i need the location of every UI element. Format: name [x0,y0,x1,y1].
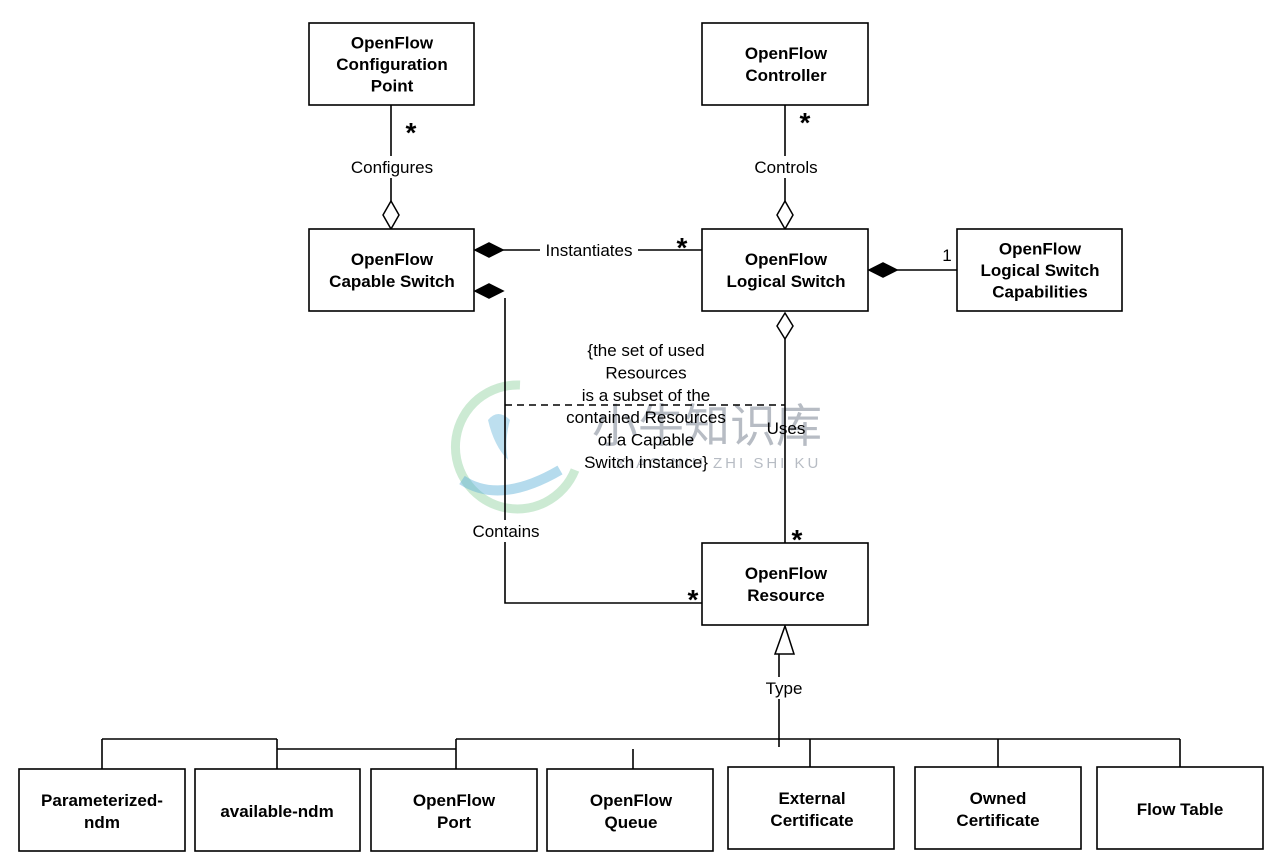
class-parameterized-ndm[interactable]: Parameterized-ndm [18,768,186,852]
uses-multiplicity: * [792,524,803,555]
watermark: 小牛知识库 XIAO NIU ZHI SHI KU [451,380,822,514]
uses-aggregation-diamond [776,311,794,341]
uses-label: Uses [767,419,806,438]
instantiates-multiplicity: * [677,232,688,263]
available-ndm-title: available-ndm [220,802,333,821]
connectors [101,105,1181,769]
instantiates-label: Instantiates [546,241,633,260]
configures-multiplicity: * [406,117,417,148]
capabilities-composition-diamond [867,262,899,278]
controls-aggregation-diamond [776,199,794,231]
controls-multiplicity: * [800,107,811,138]
watermark-logo [451,380,580,514]
type-label: Type [766,679,803,698]
controls-label: Controls [754,158,817,177]
watermark-pinyin: XIAO NIU ZHI SHI KU [616,455,821,472]
class-available-ndm[interactable]: available-ndm [194,768,361,852]
configures-aggregation-diamond [382,199,400,231]
generalization-triangle [773,623,796,655]
flow-table-title: Flow Table [1137,800,1224,819]
instantiates-composition-diamond [473,242,505,258]
configures-label: Configures [351,158,433,177]
contains-composition-diamond [473,283,505,299]
class-flow-table[interactable]: Flow Table [1096,766,1264,850]
capabilities-multiplicity: 1 [942,246,951,265]
parameterized-ndm-title: Parameterized-ndm [41,791,163,832]
contains-multiplicity: * [688,584,699,615]
watermark-chinese: 小牛知识库 [592,400,822,452]
contains-label: Contains [472,522,539,541]
